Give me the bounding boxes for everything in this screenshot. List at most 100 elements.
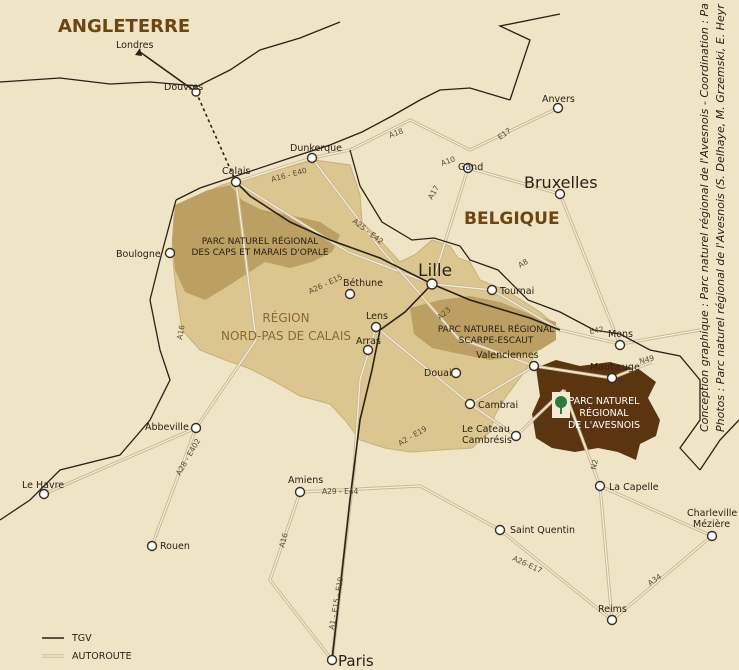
city-label-dunkerque: Dunkerque — [290, 143, 342, 154]
road-label-n49: N49 — [638, 353, 655, 366]
belgium-north-border — [497, 13, 561, 101]
legend-tgv-label: TGV — [71, 633, 92, 644]
road-label-n2: N2 — [589, 458, 600, 470]
east-border — [699, 419, 739, 471]
city-label-douai: Douai — [424, 368, 452, 379]
city-marker-mons — [614, 339, 626, 351]
tgv-line — [235, 181, 434, 661]
city-marker-anvers — [552, 102, 564, 114]
label-park-scarpe-line1: PARC NATUREL RÉGIONAL — [438, 323, 555, 335]
credits: Conception graphique : Parc naturel régi… — [698, 3, 727, 432]
city-marker-amiens — [294, 486, 306, 498]
city-marker-le-cateau — [510, 430, 522, 442]
city-marker-boulogne — [164, 247, 176, 259]
city-label-cambresis: Cambrésis — [462, 435, 512, 446]
legend: TGV AUTOROUTE — [42, 633, 132, 662]
arrow-icon-londres — [135, 48, 142, 56]
city-marker-gand — [462, 162, 474, 174]
road-label-a1-e15-e19: A1 - E15 - E19 — [327, 576, 345, 630]
label-park-scarpe-line2: SCARPE-ESCAUT — [459, 336, 534, 346]
label-angleterre: ANGLETERRE — [58, 16, 190, 37]
city-marker-bruxelles — [554, 188, 566, 200]
city-label-amiens: Amiens — [288, 475, 323, 486]
city-marker-charleville — [706, 530, 718, 542]
road-label-e42: E42 — [589, 325, 605, 336]
label-park-avesnois-line1: PARC NATUREL — [569, 396, 641, 407]
city-marker-rouen — [146, 540, 158, 552]
park-scarpe-escaut-area — [410, 296, 556, 360]
city-marker-douai — [450, 367, 462, 379]
road-label-a16-west: A16 — [175, 324, 186, 340]
road-label-a17: A17 — [426, 184, 441, 201]
city-label-paris: Paris — [338, 652, 374, 670]
city-label-londres: Londres — [116, 40, 154, 51]
tgv-line-east — [431, 283, 561, 331]
city-marker-dunkerque — [306, 152, 318, 164]
city-marker-maubeuge — [606, 372, 618, 384]
legend-autoroute-label: AUTOROUTE — [72, 651, 132, 662]
city-marker-paris — [326, 654, 338, 666]
city-label-lens: Lens — [366, 311, 388, 322]
label-region-line2: NORD-PAS DE CALAIS — [221, 329, 351, 343]
label-belgique: BELGIQUE — [464, 209, 560, 229]
city-label-valenciennes: Valenciennes — [476, 350, 539, 361]
city-marker-arras — [362, 344, 374, 356]
city-label-le-havre: Le Havre — [22, 480, 64, 491]
tgv-tunnel — [195, 91, 237, 183]
city-marker-reims — [606, 614, 618, 626]
city-label-boulogne: Boulogne — [116, 249, 161, 260]
park-avesnois-area — [532, 360, 660, 460]
tree-icon — [552, 392, 570, 418]
road-label-a26-e17: A26-E17 — [511, 554, 544, 576]
city-label-meziere: Mézière — [693, 519, 730, 530]
city-marker-abbeville — [190, 422, 202, 434]
city-label-bruxelles: Bruxelles — [524, 173, 598, 192]
city-label-anvers: Anvers — [542, 94, 575, 105]
park-caps-marais-area — [172, 185, 340, 300]
city-label-cambrai: Cambrai — [478, 400, 518, 411]
label-park-caps-line2: DES CAPS ET MARAIS D'OPALE — [191, 248, 328, 258]
label-park-caps-line1: PARC NATUREL RÉGIONAL — [202, 235, 319, 247]
city-label-maubeuge: Maubeuge — [590, 362, 640, 373]
city-marker-valenciennes — [528, 360, 540, 372]
france-coastline — [175, 87, 511, 201]
city-marker-lille — [426, 278, 438, 290]
road-label-a8: A8 — [517, 257, 530, 270]
city-label-le-cateau: Le Cateau — [462, 424, 510, 435]
city-marker-le-havre — [38, 488, 50, 500]
city-label-lille: Lille — [418, 261, 452, 281]
city-marker-la-capelle — [594, 480, 606, 492]
city-marker-saint-quentin — [494, 524, 506, 536]
city-marker-calais — [230, 176, 242, 188]
city-label-bethune: Béthune — [343, 278, 383, 289]
city-label-la-capelle: La Capelle — [609, 482, 659, 493]
city-marker-douvres — [191, 87, 201, 97]
city-label-douvres: Douvres — [164, 82, 203, 93]
city-label-mons: Mons — [608, 329, 633, 340]
city-marker-bethune — [344, 288, 356, 300]
city-label-reims: Reims — [598, 604, 627, 615]
city-label-rouen: Rouen — [160, 541, 190, 552]
label-park-avesnois-line2: RÉGIONAL — [579, 407, 629, 419]
city-marker-cambrai — [464, 398, 476, 410]
city-label-abbeville: Abbeville — [145, 422, 189, 433]
franco-belgian-border — [349, 149, 701, 471]
city-marker-tournai — [486, 284, 498, 296]
city-marker-lens — [370, 321, 382, 333]
france-west-coast — [0, 199, 177, 521]
england-coast — [0, 21, 341, 87]
city-label-arras: Arras — [356, 336, 381, 347]
credits-line2: Photos : Parc naturel régional de l'Aves… — [714, 3, 727, 432]
label-region-line1: RÉGION — [262, 310, 309, 325]
credits-line1: Conception graphique : Parc naturel régi… — [698, 3, 711, 432]
city-label-saint-quentin: Saint Quentin — [510, 525, 575, 536]
road-label-a16-south: A16 — [277, 532, 290, 549]
road-label-e17: E17 — [496, 126, 513, 142]
label-park-avesnois-line3: DE L'AVESNOIS — [568, 420, 640, 431]
city-label-calais: Calais — [222, 166, 251, 177]
city-label-charleville: Charleville — [687, 508, 737, 519]
city-label-tournai: Tournai — [499, 286, 534, 297]
city-label-gand: Gand — [458, 162, 483, 173]
road-label-a29-e44: A29 - E44 — [322, 487, 359, 496]
